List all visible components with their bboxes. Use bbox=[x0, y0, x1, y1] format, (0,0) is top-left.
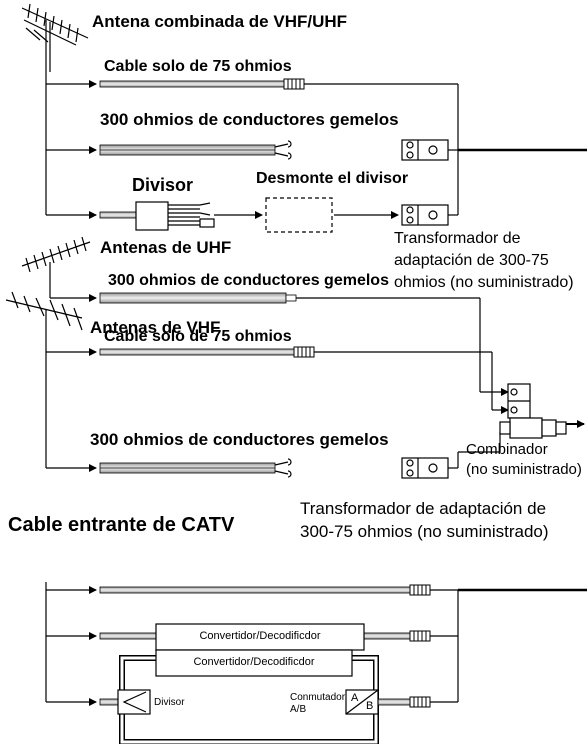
matching-transformer-icon bbox=[401, 139, 449, 161]
section3-wiring bbox=[46, 348, 585, 472]
matching-transformer-icon bbox=[401, 457, 449, 479]
combiner-icon bbox=[499, 383, 567, 439]
ab-switch-b-label: B bbox=[366, 700, 374, 712]
twin-lead-cable-icon bbox=[99, 140, 292, 160]
section2-wiring bbox=[50, 294, 509, 396]
combined-antenna-title: Antena combinada de VHF/UHF bbox=[92, 12, 348, 31]
section1-wiring bbox=[45, 72, 587, 219]
remove-splitter-label: Desmonte el divisor bbox=[256, 170, 409, 187]
coax-cable-icon bbox=[99, 584, 431, 596]
catv-splitter-icon bbox=[117, 689, 151, 715]
ab-switch-icon bbox=[345, 689, 379, 715]
vhf-cable-75-label: Cable solo de 75 ohmios bbox=[104, 328, 292, 345]
converter-decoder-box bbox=[155, 623, 365, 651]
cable-75-label: Cable solo de 75 ohmios bbox=[104, 58, 292, 75]
splitter-label: Divisor bbox=[132, 175, 194, 195]
splitter-icon bbox=[99, 201, 215, 231]
combiner-note: Combinador (no suministrado) bbox=[466, 441, 582, 478]
transformer-note: Transformador de adaptación de 300-75 oh… bbox=[394, 230, 574, 291]
catv-title: Cable entrante de CATV bbox=[8, 514, 235, 536]
coax-cable-icon bbox=[99, 346, 315, 358]
ab-switch-label: Conmutador A/B bbox=[290, 692, 346, 715]
matching-transformer-icon bbox=[401, 204, 449, 226]
vhf-antenna-title: Antenas de VHF bbox=[90, 318, 221, 337]
coax-cable-icon bbox=[99, 630, 431, 642]
vhf-antenna-icon bbox=[5, 291, 83, 468]
converter-decoder-label: Convertidor/Decodificdor bbox=[199, 630, 321, 642]
uhf-antenna-icon bbox=[21, 236, 91, 298]
uhf-antenna-title: Antenas de UHF bbox=[100, 238, 232, 257]
converter-decoder-label: Convertidor/Decodificdor bbox=[193, 656, 315, 668]
uhf-twin-lead-label: 300 ohmios de conductores gemelos bbox=[108, 272, 389, 289]
twin-lead-label: 300 ohmios de conductores gemelos bbox=[100, 110, 399, 129]
ab-switch-a-label: A bbox=[351, 692, 359, 704]
twin-lead-cable-icon bbox=[99, 458, 292, 478]
converter-decoder-box bbox=[155, 649, 353, 677]
removed-splitter-box bbox=[265, 197, 333, 233]
section4-wiring bbox=[45, 582, 587, 706]
vhf-transformer-note: Transformador de adaptación de 300-75 oh… bbox=[300, 499, 549, 541]
coax-cable-icon bbox=[99, 78, 305, 90]
catv-splitter-label: Divisor bbox=[154, 697, 185, 708]
vhf-twin-lead-label: 300 ohmios de conductores gemelos bbox=[90, 430, 389, 449]
twin-lead-cable-icon bbox=[99, 292, 297, 304]
combined-antenna-icon bbox=[21, 3, 89, 72]
